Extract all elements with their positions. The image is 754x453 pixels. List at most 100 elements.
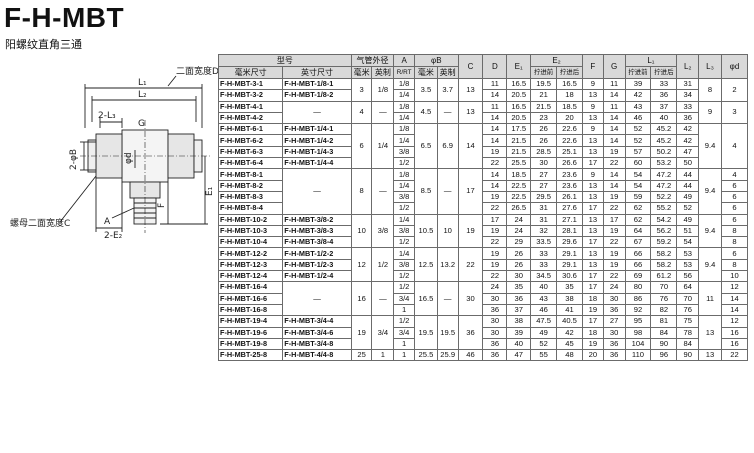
e1-cell: 30	[506, 270, 532, 283]
metric-model-cell: F-H-MBT-12-4	[217, 270, 284, 283]
f-cell: 13	[581, 145, 604, 159]
inch-model-cell: F-H-MBT-1/4-1	[282, 123, 352, 136]
e2-before-cell: 46	[530, 303, 558, 317]
phi-d-cell: 12	[720, 281, 749, 294]
metric-model-cell: F-H-MBT-6-4	[217, 157, 284, 170]
phi-d-cell: 16	[720, 337, 749, 351]
l1-before-cell: 104	[624, 337, 652, 351]
tube-od-mm-cell: 6	[350, 123, 373, 170]
e2-after-cell: 25.1	[556, 145, 583, 159]
l3-cell: 11	[698, 281, 722, 317]
e2-before-cell: 33	[530, 258, 558, 272]
inch-model-cell: —	[282, 100, 352, 125]
g-cell: 14	[602, 168, 626, 181]
l1-before-cell: 60	[624, 157, 652, 170]
l1-after-cell: 50.2	[650, 145, 678, 159]
metric-model-cell: F-H-MBT-10-2	[217, 213, 284, 226]
g-cell: 36	[602, 337, 626, 351]
l2-cell: 90	[676, 349, 700, 362]
b-mm-cell: 4.5	[414, 100, 438, 125]
thread-a-cell: 1	[393, 337, 415, 351]
e2-before-cell: 21	[530, 89, 558, 102]
th-d: D	[482, 54, 508, 79]
e1-cell: 17.5	[506, 123, 532, 136]
metric-model-cell: F-H-MBT-8-2	[217, 179, 284, 192]
g-cell: 11	[602, 77, 626, 91]
th-b-mm: 毫米	[414, 66, 438, 79]
l1-after-cell: 47.2	[650, 179, 678, 192]
label-2-phi-b: 2-φB	[69, 149, 79, 170]
l1-after-cell: 40	[650, 111, 678, 125]
e2-before-cell: 43	[530, 292, 558, 305]
g-cell: 22	[602, 157, 626, 170]
inch-model-cell: F-H-MBT-3/8-4	[282, 236, 352, 249]
tee-fitting-drawing: 二面宽度D L₁ L₂ 2-L₃ G 2-φB φd E₁ F 螺母二面宽度C …	[10, 65, 218, 241]
g-cell: 27	[602, 315, 626, 328]
g-cell: 19	[602, 145, 626, 159]
metric-model-cell: F-H-MBT-12-3	[217, 258, 284, 272]
l2-cell: 78	[676, 326, 700, 339]
e1-cell: 38	[506, 315, 532, 328]
metric-model-cell: F-H-MBT-3-1	[217, 77, 284, 91]
phi-d-cell: 4	[720, 168, 749, 181]
thread-a-cell: 1/8	[393, 100, 415, 113]
l1-before-cell: 52	[624, 134, 652, 147]
thread-a-cell: 3/8	[393, 258, 415, 272]
d-cell: 14	[482, 123, 508, 136]
d-cell: 14	[482, 111, 508, 125]
l1-before-cell: 42	[624, 89, 652, 102]
f-cell: 17	[581, 315, 604, 328]
tube-od-inch-cell: —	[371, 100, 395, 125]
th-e2-after: 拧进后	[556, 66, 583, 79]
e1-cell: 16.5	[506, 77, 532, 91]
b-mm-cell: 3.5	[414, 78, 438, 102]
d-cell: 14	[482, 134, 508, 147]
d-cell: 11	[482, 100, 508, 113]
g-cell: 19	[602, 247, 626, 260]
thread-a-cell: 1/4	[393, 247, 415, 260]
d-cell: 19	[482, 224, 508, 238]
l2-cell: 54	[676, 236, 700, 249]
l1-before-cell: 46	[624, 111, 652, 125]
thread-a-cell: 1/2	[393, 236, 415, 249]
tube-od-mm-cell: 25	[350, 349, 373, 362]
e2-after-cell: 26.1	[556, 190, 583, 204]
tube-od-inch-cell: 3/4	[371, 315, 395, 351]
phi-d-cell: 16	[720, 326, 749, 339]
l1-before-cell: 66	[624, 247, 652, 260]
f-cell: 13	[581, 258, 604, 272]
th-model: 型号	[218, 54, 352, 67]
l2-cell: 42	[676, 134, 700, 147]
th-l3: L₃	[698, 54, 722, 79]
metric-model-cell: F-H-MBT-3-2	[217, 89, 284, 102]
tube-od-mm-cell: 16	[350, 281, 373, 317]
g-cell: 11	[602, 100, 626, 113]
e2-before-cell: 27	[530, 168, 558, 181]
label-f: F	[157, 203, 167, 208]
l1-before-cell: 66	[624, 258, 652, 272]
inch-model-cell: F-H-MBT-1/2-2	[282, 247, 352, 260]
label-width-d: 二面宽度D	[176, 65, 218, 77]
metric-model-cell: F-H-MBT-6-3	[217, 145, 284, 159]
phi-d-cell: 6	[720, 213, 749, 226]
th-l1-before: 拧进前	[624, 66, 652, 79]
b-inch-cell: 13.2	[436, 247, 459, 283]
l1-after-cell: 58.2	[650, 247, 678, 260]
metric-model-cell: F-H-MBT-16-8	[217, 303, 284, 317]
phi-d-cell: 22	[720, 349, 749, 362]
b-inch-cell: —	[436, 168, 459, 215]
d-cell: 22	[482, 202, 508, 215]
thread-a-cell: 3/8	[393, 145, 415, 159]
b-inch-cell: —	[436, 281, 459, 317]
e1-cell: 37	[506, 303, 532, 317]
phi-d-cell: 2	[720, 78, 749, 102]
th-c: C	[457, 54, 484, 79]
th-g: G	[602, 54, 626, 79]
e1-cell: 24	[506, 213, 532, 226]
g-cell: 19	[602, 190, 626, 204]
e2-before-cell: 31	[530, 202, 558, 215]
